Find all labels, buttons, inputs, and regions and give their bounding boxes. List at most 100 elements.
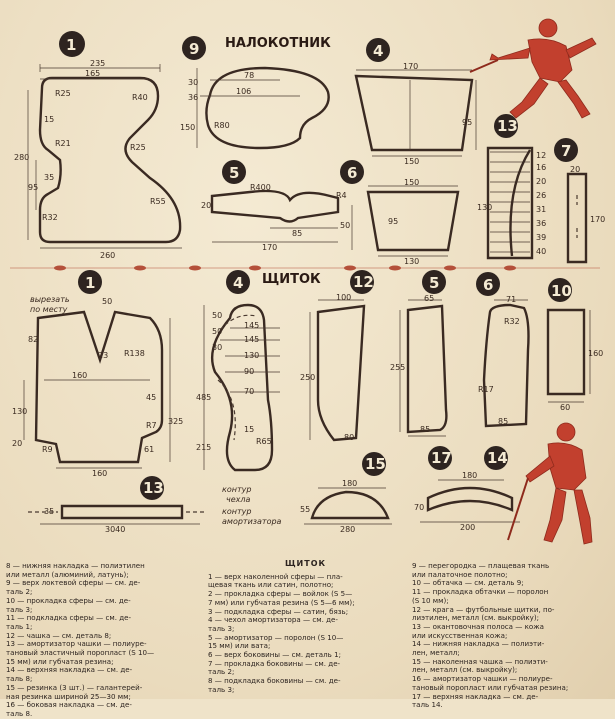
svg-text:85: 85 [498,417,508,426]
svg-text:200: 200 [460,523,475,532]
svg-text:чехла: чехла [226,495,250,504]
svg-text:35: 35 [44,507,54,516]
svg-text:70: 70 [244,387,254,396]
svg-text:6: 6 [483,276,493,294]
svg-text:40: 40 [536,247,546,256]
svg-text:26: 26 [536,191,546,200]
svg-text:150: 150 [180,123,195,132]
svg-text:17: 17 [431,449,452,467]
svg-text:280: 280 [14,153,29,162]
shield-part-5: 5 65 255 85 [390,270,448,437]
svg-text:170: 170 [262,243,277,252]
svg-text:15: 15 [44,115,54,124]
svg-text:250: 250 [300,373,315,382]
svg-text:485: 485 [196,393,211,402]
svg-text:16: 16 [536,163,546,172]
elbow-part-9: 9 78 106 30 36 150 R80 [180,36,330,150]
svg-text:280: 280 [340,525,355,534]
svg-text:180: 180 [342,479,357,488]
svg-text:4: 4 [233,274,243,292]
svg-text:50: 50 [212,311,222,320]
svg-text:10: 10 [551,282,572,300]
legend-middle-text: 1 — верх наколенной сферы — пла- щевая т… [208,571,355,694]
svg-text:15: 15 [365,455,386,473]
svg-text:12: 12 [536,151,546,160]
svg-text:90: 90 [244,367,254,376]
svg-text:235: 235 [90,59,105,68]
svg-text:145: 145 [244,335,259,344]
svg-text:R25: R25 [130,143,146,152]
svg-text:R65: R65 [256,437,272,446]
svg-text:80: 80 [344,433,354,442]
svg-text:контур: контур [222,507,251,516]
svg-text:R4: R4 [336,191,347,200]
elbow-part-1: 1 235 165 R25 R40 15 R21 R25 280 95 35 R… [14,31,182,260]
svg-text:82: 82 [28,335,38,344]
svg-text:95: 95 [462,118,472,127]
svg-text:20: 20 [536,177,546,186]
svg-text:по месту: по месту [30,305,68,314]
svg-text:контур: контур [222,485,251,494]
svg-text:180: 180 [462,471,477,480]
svg-text:23: 23 [98,351,108,360]
svg-text:70: 70 [414,503,424,512]
svg-text:130: 130 [12,407,27,416]
svg-text:95: 95 [388,217,398,226]
svg-text:95: 95 [28,183,38,192]
legend-right: 9 — перегородка — плащевая ткань или пал… [412,561,569,710]
svg-text:170: 170 [403,62,418,71]
svg-text:9: 9 [189,40,199,58]
svg-text:20: 20 [570,165,580,174]
svg-text:R80: R80 [214,121,230,130]
svg-text:45: 45 [146,393,156,402]
svg-text:амортизатора: амортизатора [222,517,282,526]
svg-text:255: 255 [390,363,405,372]
svg-text:R32: R32 [504,317,520,326]
svg-text:61: 61 [144,445,154,454]
svg-text:55: 55 [300,505,310,514]
shield-part-17: 17 180 70 200 [414,446,520,532]
svg-text:50: 50 [212,327,222,336]
svg-text:170: 170 [590,215,605,224]
svg-text:160: 160 [588,349,603,358]
svg-text:50: 50 [340,221,350,230]
svg-text:R400: R400 [250,183,271,192]
shield-part-14: 14 [484,446,508,470]
svg-text:65: 65 [424,294,434,303]
svg-text:5: 5 [229,164,239,182]
svg-text:130: 130 [244,351,259,360]
svg-text:вырезать: вырезать [30,295,70,304]
svg-text:60: 60 [560,403,570,412]
shield-part-4: 4 145 145 130 90 70 50 50 30 485 215 15 … [196,270,282,526]
svg-text:30: 30 [188,78,198,87]
svg-text:R32: R32 [42,213,58,222]
svg-text:78: 78 [244,71,254,80]
elbow-part-6: 6 R4 150 50 130 95 [336,160,460,266]
svg-text:R25: R25 [55,89,71,98]
svg-text:5: 5 [429,274,439,292]
legend-middle: ЩИТОК 1 — верх наколенной сферы — пла- ще… [208,559,403,695]
elbow-title: НАЛОКОТНИК [225,36,331,51]
shield-part-10: 10 160 60 [546,278,603,412]
svg-text:R40: R40 [132,93,148,102]
shield-title: ЩИТОК [262,272,321,287]
svg-text:R55: R55 [150,197,166,206]
legend-left: 8 — нижняя накладка — полиэтилен или мет… [6,561,155,718]
svg-text:160: 160 [92,469,107,478]
svg-text:1: 1 [85,274,95,292]
svg-text:106: 106 [236,87,251,96]
legend-middle-title: ЩИТОК [284,559,327,568]
elbow-part-7: 7 20 170 [554,138,605,264]
svg-text:160: 160 [72,371,87,380]
svg-text:36: 36 [536,219,546,228]
shield-part-12: 12 100 250 80 [300,270,374,442]
svg-text:150: 150 [404,178,419,187]
svg-text:215: 215 [196,443,211,452]
shield-part-13: 13 35 3040 [28,476,206,534]
shield-part-15: 15 180 55 280 [300,452,392,534]
svg-text:3040: 3040 [105,525,125,534]
svg-text:130: 130 [477,203,492,212]
section-divider [10,265,600,271]
svg-text:R17: R17 [478,385,494,394]
